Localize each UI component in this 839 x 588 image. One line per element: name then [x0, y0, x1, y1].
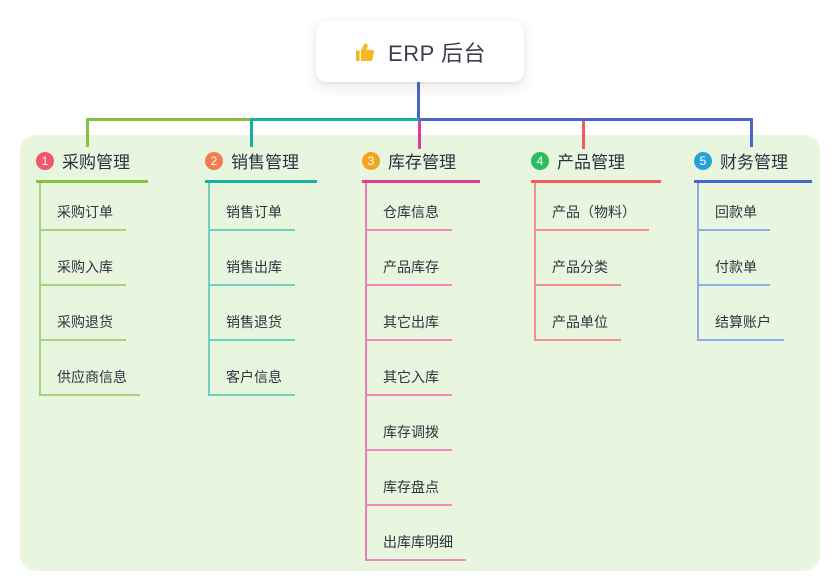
tree-node[interactable]: 产品单位: [536, 286, 621, 341]
branch-4-title-label: 产品管理: [557, 153, 625, 172]
tree-node[interactable]: 产品分类: [536, 231, 621, 286]
root-node[interactable]: ERP 后台: [316, 21, 524, 82]
branch-product: 4 产品管理 产品（物料） 产品分类 产品单位: [531, 148, 661, 341]
branch-3-children: 仓库信息 产品库存 其它出库 其它入库 库存调拨 库存盘点 出库库明细: [365, 183, 480, 561]
tree-node[interactable]: 供应商信息: [41, 341, 140, 396]
connector-bus-teal: [251, 118, 419, 121]
branch-3-title-node[interactable]: 3 库存管理: [362, 148, 480, 183]
connector-drop-branch-3: [418, 121, 421, 149]
branch-4-title-node[interactable]: 4 产品管理: [531, 148, 661, 183]
tree-node[interactable]: 库存盘点: [367, 451, 452, 506]
branch-inventory: 3 库存管理 仓库信息 产品库存 其它出库 其它入库 库存调拨 库存盘点 出库库…: [362, 148, 480, 561]
branch-sales: 2 销售管理 销售订单 销售出库 销售退货 客户信息: [205, 148, 317, 396]
connector-root-stem: [417, 82, 420, 119]
tree-node[interactable]: 其它出库: [367, 286, 452, 341]
connector-bus-blue: [419, 118, 752, 121]
tree-node[interactable]: 库存调拨: [367, 396, 452, 451]
tree-node[interactable]: 采购入库: [41, 231, 126, 286]
tree-node[interactable]: 销售退货: [210, 286, 295, 341]
tree-node[interactable]: 产品（物料）: [536, 183, 649, 231]
connector-drop-branch-1: [86, 118, 89, 147]
connector-drop-branch-2: [250, 118, 253, 147]
tree-node[interactable]: 采购退货: [41, 286, 126, 341]
branch-2-title-node[interactable]: 2 销售管理: [205, 148, 317, 183]
tree-node[interactable]: 产品库存: [367, 231, 452, 286]
connector-bus-green: [86, 118, 251, 121]
tree-node[interactable]: 出库库明细: [367, 506, 466, 561]
branch-purchase: 1 采购管理 采购订单 采购入库 采购退货 供应商信息: [36, 148, 148, 396]
tree-node[interactable]: 结算账户: [699, 286, 784, 341]
branch-2-children: 销售订单 销售出库 销售退货 客户信息: [208, 183, 317, 396]
branch-1-children: 采购订单 采购入库 采购退货 供应商信息: [39, 183, 148, 396]
connector-drop-branch-4: [582, 121, 585, 149]
branch-3-badge: 3: [362, 151, 380, 170]
branches-background-panel: [20, 135, 820, 571]
branch-5-title-label: 财务管理: [720, 153, 788, 172]
branch-1-title-node[interactable]: 1 采购管理: [36, 148, 148, 183]
branch-4-children: 产品（物料） 产品分类 产品单位: [534, 183, 661, 341]
tree-node[interactable]: 客户信息: [210, 341, 295, 396]
branch-2-title-label: 销售管理: [231, 153, 299, 172]
branch-1-badge: 1: [36, 151, 54, 170]
tree-node[interactable]: 销售出库: [210, 231, 295, 286]
thumbs-up-icon: [354, 40, 378, 64]
tree-node[interactable]: 销售订单: [210, 183, 295, 231]
tree-node[interactable]: 付款单: [699, 231, 770, 286]
branch-4-badge: 4: [531, 151, 549, 170]
tree-node[interactable]: 采购订单: [41, 183, 126, 231]
branch-finance: 5 财务管理 回款单 付款单 结算账户: [694, 148, 812, 341]
tree-node[interactable]: 其它入库: [367, 341, 452, 396]
branch-3-title-label: 库存管理: [388, 153, 456, 172]
connector-drop-branch-5: [750, 118, 753, 147]
tree-node[interactable]: 仓库信息: [367, 183, 452, 231]
branch-5-title-node[interactable]: 5 财务管理: [694, 148, 812, 183]
branch-1-title-label: 采购管理: [62, 153, 130, 172]
branch-5-badge: 5: [694, 151, 712, 170]
tree-node[interactable]: 回款单: [699, 183, 770, 231]
root-node-label: ERP 后台: [388, 40, 486, 66]
branch-5-children: 回款单 付款单 结算账户: [697, 183, 812, 341]
branch-2-badge: 2: [205, 151, 223, 170]
